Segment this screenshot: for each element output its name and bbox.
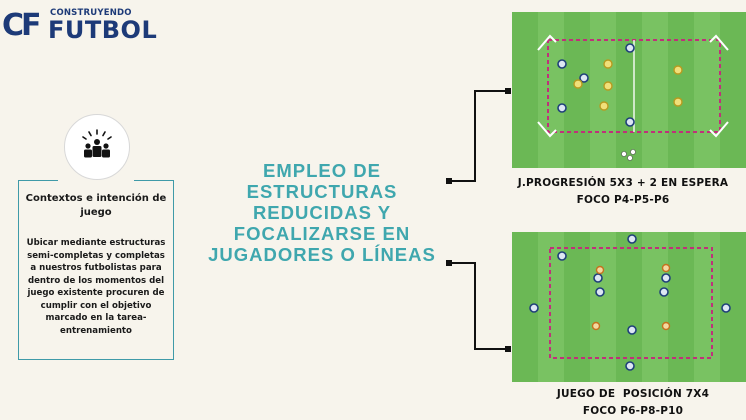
group-people-icon [64,114,130,180]
context-title: Contextos e intención de juego [25,193,167,218]
connector-top-vertical [474,90,476,182]
connector-bottom-end-node [505,346,511,352]
connector-top-branch [474,90,508,92]
heading-line: FOCALIZARSE EN [233,223,411,244]
exercise-focus: FOCO P6-P8-P10 [582,405,684,417]
exercise-caption-1: J.PROGRESIÓN 5X3 + 2 EN ESPERA FOCO P4-P… [500,175,746,209]
heading-line: REDUCIDAS Y [252,202,392,223]
exercise-caption-2: JUEGO DE POSICIÓN 7X4 FOCO P6-P8-P10 [520,386,746,420]
exercise-pitch-1 [512,12,746,168]
context-body: Ubicar mediante estructuras semi-complet… [26,238,166,336]
logo-top-text: CONSTRUYENDO [50,8,132,18]
connector-bottom-branch [474,348,508,350]
connector-top-horizontal [450,180,476,182]
context-box-top-left-rule [18,180,58,181]
logo-bottom-text: FUTBOL [48,16,158,44]
heading-line: ESTRUCTURAS [246,181,398,202]
exercise-title: J.PROGRESIÓN 5X3 + 2 EN ESPERA [517,177,729,189]
heading-line: JUGADORES O LÍNEAS [208,244,436,265]
main-heading: EMPLEO DE ESTRUCTURAS REDUCIDAS Y FOCALI… [196,160,448,265]
connector-bottom-node [446,260,452,266]
context-box [18,180,174,360]
exercise-pitch-2 [512,232,746,382]
logo-mark: CF [2,8,42,43]
exercise-title: JUEGO DE POSICIÓN 7X4 [556,388,710,400]
brand-logo: CF CONSTRUYENDO FUTBOL [0,0,157,50]
context-box-top-right-rule [134,180,174,181]
connector-bottom-horizontal [450,262,476,264]
heading-line: EMPLEO DE [263,160,381,181]
connector-top-node [446,178,452,184]
connector-bottom-vertical [474,262,476,350]
connector-top-end-node [505,88,511,94]
exercise-focus: FOCO P4-P5-P6 [576,194,670,206]
